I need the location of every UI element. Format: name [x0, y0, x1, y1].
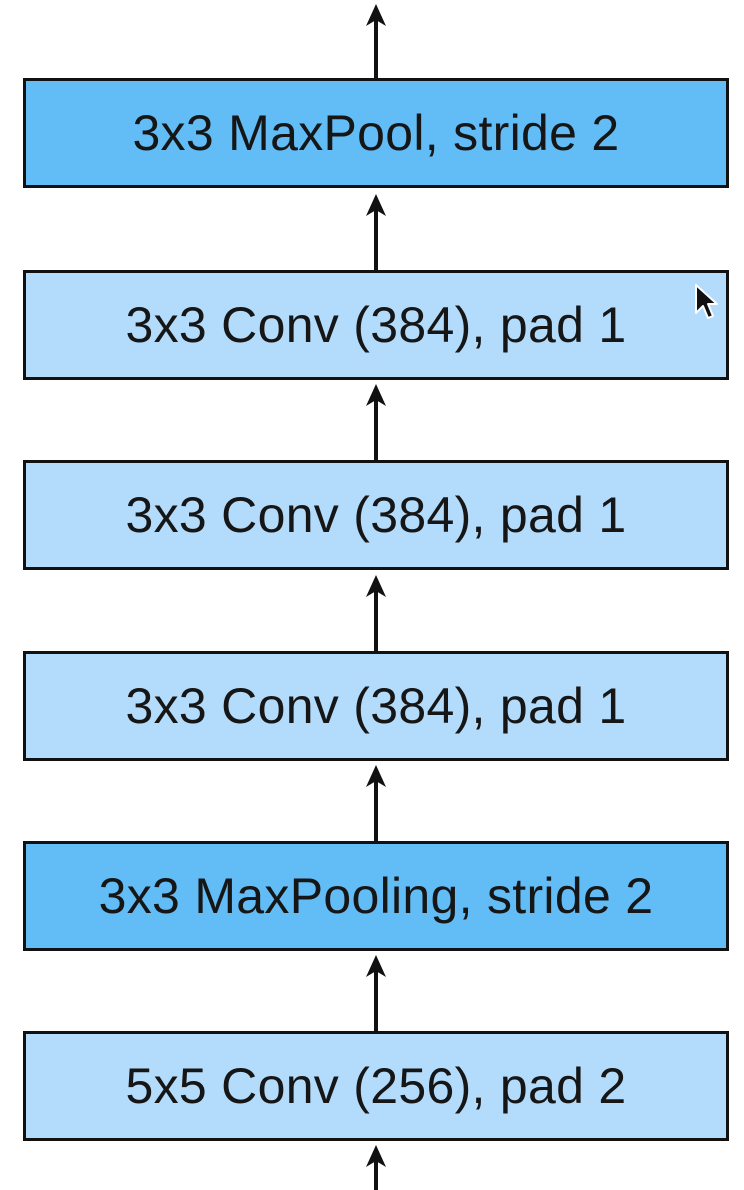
layer-box-conv-2: 3x3 Conv (384), pad 1	[23, 460, 729, 570]
layer-label: 3x3 MaxPooling, stride 2	[98, 868, 654, 924]
arrow-up-icon	[366, 955, 386, 1031]
layer-box-conv-1: 3x3 Conv (384), pad 1	[23, 651, 729, 761]
layer-label: 3x3 Conv (384), pad 1	[125, 678, 627, 734]
layer-label: 5x5 Conv (256), pad 2	[125, 1058, 627, 1114]
layer-label: 3x3 Conv (384), pad 1	[125, 297, 627, 353]
layer-box-conv-5x5: 5x5 Conv (256), pad 2	[23, 1031, 729, 1141]
layer-box-maxpooling: 3x3 MaxPooling, stride 2	[23, 841, 729, 951]
layer-label: 3x3 MaxPool, stride 2	[132, 105, 620, 161]
arrow-up-icon	[366, 384, 386, 460]
arrow-up-icon	[366, 575, 386, 651]
arrow-up-icon	[366, 4, 386, 78]
layer-box-conv-3: 3x3 Conv (384), pad 1	[23, 270, 729, 380]
mouse-cursor-icon	[695, 284, 718, 319]
arrow-up-icon	[366, 194, 386, 270]
arrow-up-icon	[366, 765, 386, 841]
layer-label: 3x3 Conv (384), pad 1	[125, 487, 627, 543]
layer-box-maxpool-top: 3x3 MaxPool, stride 2	[23, 78, 729, 188]
arrow-up-icon	[366, 1145, 386, 1190]
